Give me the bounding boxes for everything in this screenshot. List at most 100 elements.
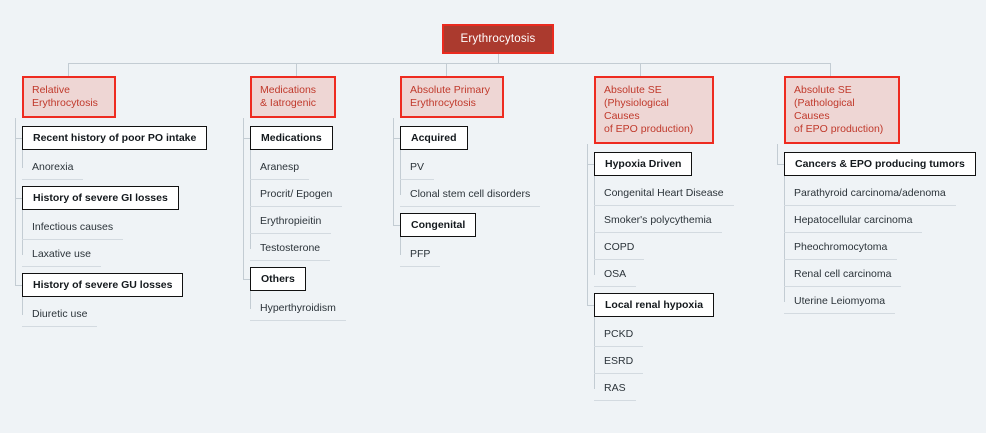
column-header-line: Erythrocytosis: [32, 97, 98, 109]
group-node-label: Others: [261, 273, 295, 285]
group-node-label: Cancers & EPO producing tumors: [795, 158, 965, 170]
leaf-node[interactable]: PV: [400, 155, 435, 180]
leaf-node[interactable]: Smoker's polycythemia: [594, 208, 722, 233]
group-stub: [243, 138, 250, 139]
leaf-node[interactable]: Parathyroid carcinoma/adenoma: [784, 181, 956, 206]
leaf-node-label: Parathyroid carcinoma/adenoma: [794, 187, 946, 199]
leaf-node-label: Infectious causes: [32, 221, 114, 233]
leaf-node[interactable]: PCKD: [594, 322, 644, 347]
leaf-node-label: Pheochromocytoma: [794, 241, 888, 253]
leaf-node-label: Smoker's polycythemia: [604, 214, 712, 226]
leaf-node[interactable]: Hyperthyroidism: [250, 296, 346, 321]
column-header-line: Absolute Primary: [410, 84, 490, 96]
group-node-label: History of severe GU losses: [33, 279, 173, 291]
column-spine: [777, 144, 778, 164]
group-node-label: Congenital: [411, 219, 466, 231]
group-node[interactable]: Congenital: [400, 213, 477, 237]
leaf-node[interactable]: Renal cell carcinoma: [784, 262, 902, 287]
leaf-node[interactable]: OSA: [594, 262, 637, 287]
leaf-node[interactable]: Infectious causes: [22, 215, 124, 240]
column-medications-iatrogenic: Medications& Iatrogenic: [250, 76, 336, 118]
leaf-node[interactable]: Anorexia: [22, 155, 84, 180]
group-node[interactable]: Medications: [250, 126, 333, 150]
leaf-node-label: Congenital Heart Disease: [604, 187, 724, 199]
leaf-node[interactable]: ESRD: [594, 349, 644, 374]
leaf-node[interactable]: Pheochromocytoma: [784, 235, 898, 260]
connector-drop-col-3: [446, 63, 447, 76]
leaf-node-label: Procrit/ Epogen: [260, 188, 333, 200]
group-spine: [22, 210, 23, 255]
leaf-node-label: Clonal stem cell disorders: [410, 188, 531, 200]
group-node[interactable]: Recent history of poor PO intake: [22, 126, 208, 150]
group-node[interactable]: Others: [250, 267, 306, 291]
connector-drop-col-4: [640, 63, 641, 76]
root-node-erythrocytosis[interactable]: Erythrocytosis: [442, 24, 554, 54]
group-stub: [393, 138, 400, 139]
leaf-node[interactable]: Procrit/ Epogen: [250, 182, 343, 207]
column-header-line: of EPO production): [794, 123, 884, 135]
leaf-node[interactable]: RAS: [594, 376, 636, 401]
leaf-node[interactable]: Testosterone: [250, 236, 331, 261]
column-header-line: Relative: [32, 84, 70, 96]
connector-bus: [68, 63, 830, 64]
leaf-node-label: PFP: [410, 248, 431, 260]
column-header-line: & Iatrogenic: [260, 97, 317, 109]
group-spine: [594, 176, 595, 275]
group-stub: [243, 279, 250, 280]
column-header-line: Absolute SE: [604, 84, 662, 96]
group-stub: [15, 138, 22, 139]
connector-drop-col-1: [68, 63, 69, 76]
group-stub: [393, 225, 400, 226]
leaf-node-label: PCKD: [604, 328, 634, 340]
root-stem: [498, 54, 499, 63]
group-node-label: History of severe GI losses: [33, 192, 168, 204]
leaf-node-label: Anorexia: [32, 161, 74, 173]
leaf-node[interactable]: Erythropieitin: [250, 209, 332, 234]
leaf-node[interactable]: Diuretic use: [22, 302, 98, 327]
column-header-medications-iatrogenic[interactable]: Medications& Iatrogenic: [250, 76, 336, 118]
leaf-node[interactable]: COPD: [594, 235, 645, 260]
leaf-node[interactable]: Clonal stem cell disorders: [400, 182, 541, 207]
column-spine: [15, 118, 16, 285]
leaf-node[interactable]: Hepatocellular carcinoma: [784, 208, 923, 233]
root-node-label: Erythrocytosis: [460, 33, 536, 45]
leaf-node-label: ESRD: [604, 355, 634, 367]
group-node[interactable]: Acquired: [400, 126, 468, 150]
group-node-label: Hypoxia Driven: [605, 158, 682, 170]
group-node[interactable]: Cancers & EPO producing tumors: [784, 152, 976, 176]
column-header-line: of EPO production): [604, 123, 694, 135]
leaf-node-label: Testosterone: [260, 242, 321, 254]
group-stub: [777, 164, 784, 165]
group-spine: [250, 291, 251, 309]
group-node[interactable]: History of severe GI losses: [22, 186, 179, 210]
leaf-node[interactable]: Aranesp: [250, 155, 310, 180]
group-node[interactable]: History of severe GU losses: [22, 273, 184, 297]
leaf-node-label: Aranesp: [260, 161, 300, 173]
group-node[interactable]: Local renal hypoxia: [594, 293, 715, 317]
column-header-line: Absolute SE: [794, 84, 852, 96]
column-header-line: (Pathological Causes: [794, 97, 855, 122]
group-stub: [587, 305, 594, 306]
leaf-node-label: Renal cell carcinoma: [794, 268, 892, 280]
leaf-node-label: Uterine Leiomyoma: [794, 295, 886, 307]
group-node[interactable]: Hypoxia Driven: [594, 152, 693, 176]
leaf-node[interactable]: Uterine Leiomyoma: [784, 289, 896, 314]
group-spine: [22, 297, 23, 315]
column-spine: [393, 118, 394, 225]
group-node-label: Medications: [261, 132, 322, 144]
column-header-line: Erythrocytosis: [410, 97, 476, 109]
leaf-node-label: RAS: [604, 382, 626, 394]
leaf-node[interactable]: PFP: [400, 242, 441, 267]
leaf-node[interactable]: Laxative use: [22, 242, 101, 267]
group-stub: [15, 285, 22, 286]
leaf-node[interactable]: Congenital Heart Disease: [594, 181, 734, 206]
group-spine: [594, 317, 595, 389]
